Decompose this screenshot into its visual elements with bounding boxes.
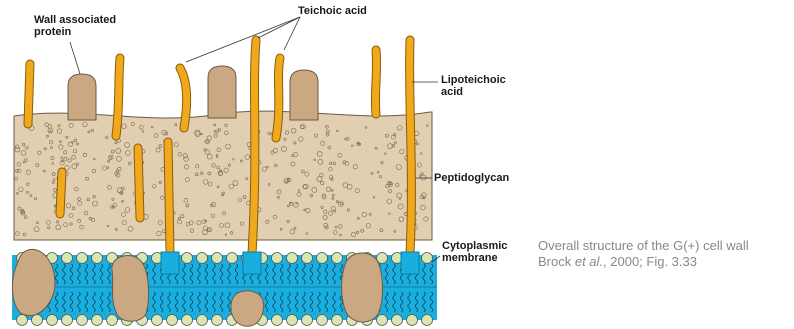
wall-protein [290,70,318,120]
lipid-head [62,315,73,326]
teichoic-acid [28,64,30,124]
lipid-head [92,253,103,264]
teichoic-acid [138,148,140,218]
leader-line [258,17,300,38]
lipid-head [422,253,433,264]
lipid-head [197,315,208,326]
lipid-head [377,315,388,326]
lipid-anchor [401,252,419,274]
lipid-head [212,315,223,326]
lipid-head [17,315,28,326]
lipid-head [47,315,58,326]
caption-line-1: Overall structure of the G(+) cell wall [538,238,749,254]
lipid-head [332,253,343,264]
lipid-head [407,315,418,326]
lipid-head [182,253,193,264]
membrane-protein [231,291,264,326]
lipid-head [422,315,433,326]
lipoteichoic-acid [168,142,170,252]
membrane-protein [342,253,383,322]
lipid-head [272,315,283,326]
lipid-head [77,253,88,264]
lipid-anchor [161,252,179,274]
lipid-head [302,315,313,326]
lipid-anchor [243,252,261,274]
lipid-head [152,315,163,326]
peptidoglycan-layer [14,111,432,240]
lipid-head [77,315,88,326]
teichoic-acid-label: Teichoic acid [298,5,367,17]
lipid-head [272,253,283,264]
lipid-head [32,315,43,326]
caption-reference: , 2000; Fig. 3.33 [603,254,697,269]
lipid-head [392,315,403,326]
figure-caption: Overall structure of the G(+) cell wall … [538,238,749,270]
lipid-head [182,315,193,326]
lipid-head [317,253,328,264]
lipid-head [62,253,73,264]
wall-associated-protein-label: Wall associated protein [34,14,116,38]
lipoteichoic-acid [252,40,256,254]
caption-et-al: et al. [575,254,603,269]
cytoplasmic-membrane-label: Cytoplasmic membrane [442,240,507,264]
lipid-head [227,253,238,264]
lipid-head [332,315,343,326]
lipoteichoic-acid [410,40,412,254]
lipid-head [212,253,223,264]
gram-positive-cell-wall-diagram [0,0,525,329]
wall-protein [208,66,236,118]
teichoic-acid [116,58,120,136]
membrane-protein [112,255,149,321]
lipid-head [287,315,298,326]
lipid-head [302,253,313,264]
lipid-head [197,253,208,264]
teichoic-acid [276,58,280,138]
lipoteichoic-acid-label: Lipoteichoic acid [441,74,506,98]
lipid-head [317,315,328,326]
lipid-head [92,315,103,326]
lipid-head [287,253,298,264]
peptidoglycan-label: Peptidoglycan [434,172,509,184]
wall-protein [68,74,96,120]
teichoic-acid [60,172,62,214]
lipid-head [107,315,118,326]
lipid-head [167,315,178,326]
caption-line-2: Brock et al., 2000; Fig. 3.33 [538,254,749,270]
teichoic-acid [375,50,376,114]
caption-author: Brock [538,254,575,269]
leader-line [70,42,80,74]
